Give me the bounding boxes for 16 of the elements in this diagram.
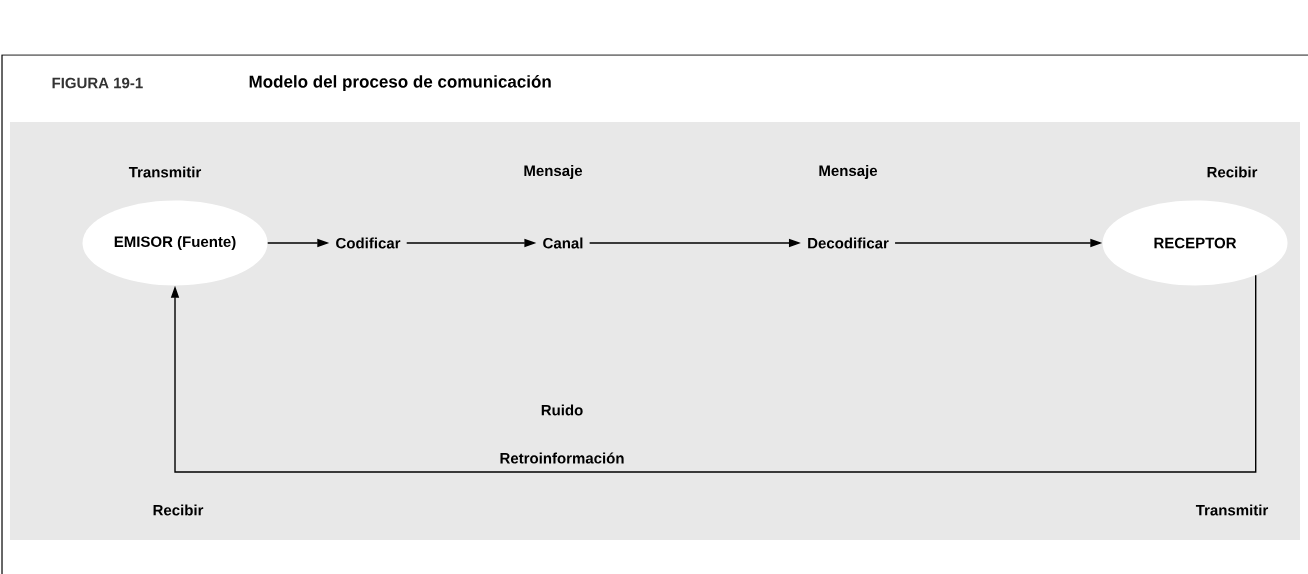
edge-label: Retroinformación [497,450,627,466]
stage-label: Recibir [1207,166,1258,178]
stage-label: Recibir [153,504,204,516]
stage-label: Mensaje [524,165,583,179]
step-label: Canal [543,237,583,249]
stage-label: Mensaje [819,165,878,179]
ellipse-node: EMISOR (Fuente) [82,200,268,286]
stage-label: Transmitir [1195,504,1269,516]
stage-label: Ruido [541,404,583,416]
title: Modelo del proceso de comunicación [249,75,551,91]
stage-label: Transmitir [128,166,202,178]
ellipse-node: RECEPTOR [1102,200,1288,286]
figure-number: FIGURA 19-1 [52,77,143,89]
step-label: Decodificar [808,237,889,249]
step-label: Codificar [336,237,401,249]
arrow [170,274,1257,473]
